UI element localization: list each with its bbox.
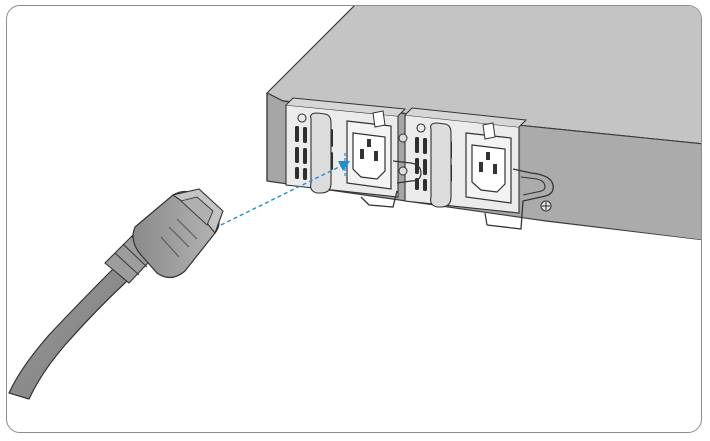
ac-inlet-socket-icon (465, 132, 512, 204)
power-plug-icon (8, 188, 224, 400)
illustration-frame (6, 5, 702, 433)
retention-clip-icon (392, 160, 422, 184)
insertion-guide-arrow-icon (220, 153, 350, 226)
ac-inlet-socket-icon (346, 120, 392, 190)
power-supply-module-icon (285, 97, 407, 208)
mount-screw-icon (398, 133, 408, 176)
power-supply-module-icon (404, 107, 554, 230)
grounding-screw-icon (540, 200, 552, 212)
power-connection-illustration (8, 6, 701, 400)
